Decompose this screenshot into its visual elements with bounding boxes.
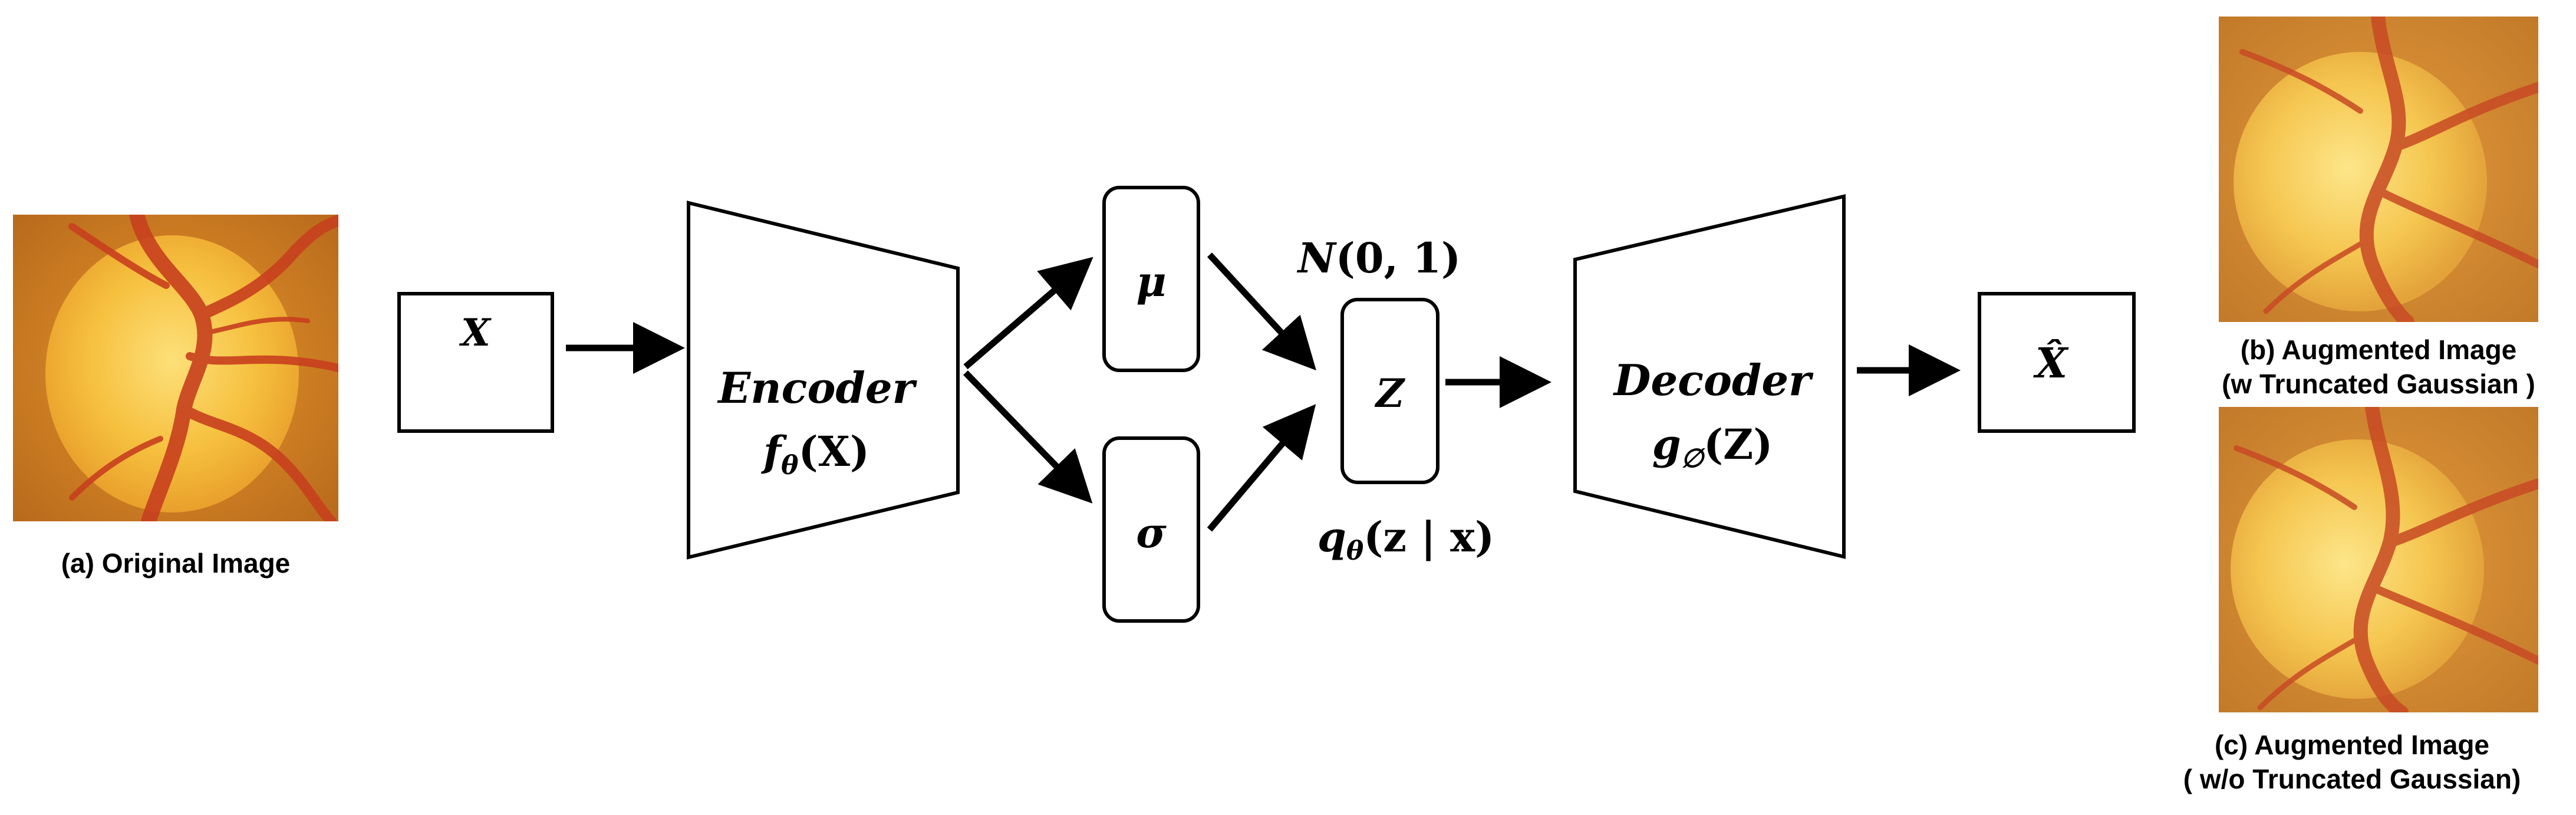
arrow-mu-to-z bbox=[1207, 252, 1316, 371]
latent-z-box bbox=[1340, 298, 1439, 484]
input-x-box bbox=[397, 292, 554, 433]
decoder-title: Decoder bbox=[1613, 355, 1814, 405]
augmented-truncated-caption-line1: (b) Augmented Image bbox=[2240, 334, 2517, 365]
sigma-label: σ bbox=[1136, 508, 1167, 557]
input-x-label: X bbox=[459, 311, 492, 355]
prior-label: N(0, 1) bbox=[1297, 234, 1461, 282]
output-xhat-box bbox=[1978, 292, 2136, 433]
arrow-encoder-to-sigma bbox=[963, 370, 1093, 504]
original-fundus-image bbox=[13, 215, 338, 521]
augmented-truncated-fundus-image bbox=[2219, 17, 2538, 322]
augmented-plain-caption-line2: ( w/o Truncated Gaussian) bbox=[2183, 764, 2521, 794]
augmented-plain-caption: (c) Augmented Image ( w/o Truncated Gaus… bbox=[2128, 728, 2576, 796]
augmented-truncated-caption-line2: (w Truncated Gaussian ) bbox=[2222, 369, 2535, 399]
augmented-plain-caption-line1: (c) Augmented Image bbox=[2214, 729, 2490, 760]
mu-box bbox=[1102, 186, 1200, 372]
decoder-block bbox=[1573, 194, 1846, 559]
output-xhat-label: X̂ bbox=[2033, 339, 2069, 387]
posterior-label: qθ(z | x) bbox=[1317, 512, 1494, 566]
encoder-function: fθ(X) bbox=[760, 427, 869, 481]
sigma-box bbox=[1102, 436, 1200, 623]
augmented-truncated-caption: (b) Augmented Image (w Truncated Gaussia… bbox=[2157, 333, 2576, 401]
augmented-plain-fundus-image bbox=[2219, 407, 2538, 712]
latent-z-label: Z bbox=[1374, 370, 1406, 416]
original-image-caption: (a) Original Image bbox=[61, 548, 291, 579]
encoder-title: Encoder bbox=[717, 363, 917, 413]
arrow-sigma-to-z bbox=[1207, 404, 1316, 532]
decoder-function: g∅(Z) bbox=[1652, 420, 1773, 474]
mu-label: μ bbox=[1136, 257, 1166, 306]
arrow-encoder-to-mu bbox=[963, 257, 1093, 370]
encoder-block bbox=[687, 201, 960, 560]
